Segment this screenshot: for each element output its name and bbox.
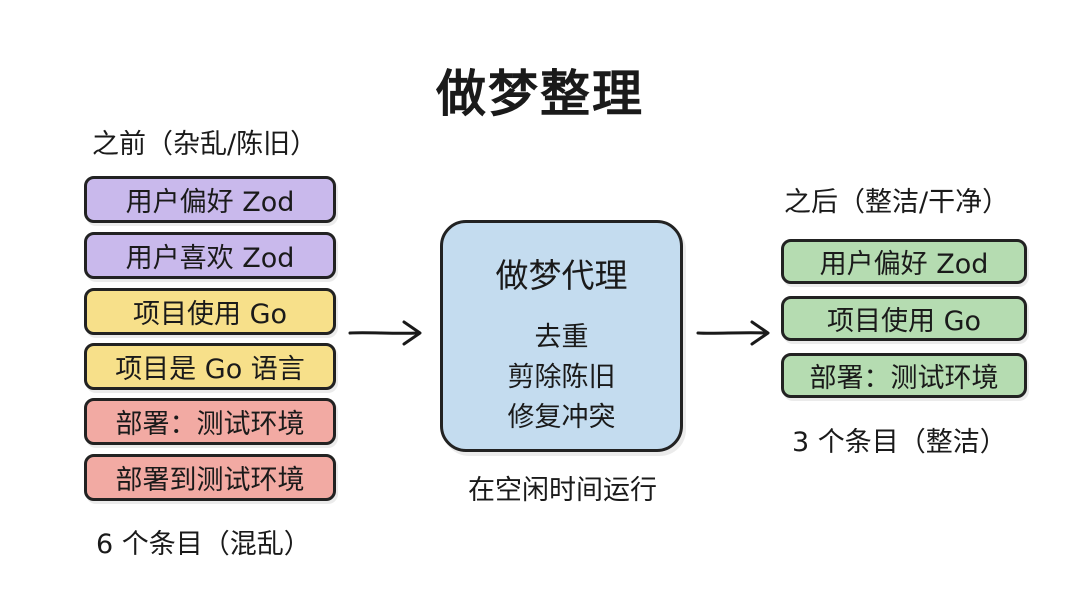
before-item: 部署到测试环境 — [84, 454, 336, 501]
before-item: 用户喜欢 Zod — [84, 232, 336, 279]
after-item: 项目使用 Go — [781, 296, 1027, 341]
agent-step: 去重 — [534, 322, 589, 353]
before-item: 部署：测试环境 — [84, 398, 336, 445]
arrow-right-icon — [348, 320, 422, 346]
before-heading: 之前（杂乱/陈旧） — [92, 129, 318, 160]
after-item: 用户偏好 Zod — [781, 239, 1027, 284]
before-item: 用户偏好 Zod — [84, 176, 336, 223]
arrow-right-icon — [696, 320, 770, 346]
before-item: 项目是 Go 语言 — [84, 343, 336, 390]
agent-title: 做梦代理 — [495, 256, 628, 295]
agent-caption: 在空闲时间运行 — [468, 475, 657, 506]
diagram-title: 做梦整理 — [436, 65, 644, 123]
after-item: 部署：测试环境 — [781, 353, 1027, 398]
agent-step: 剪除陈旧 — [507, 362, 616, 393]
dream-agent-box: 做梦代理 去重 剪除陈旧 修复冲突 — [440, 220, 683, 452]
after-count: 3 个条目（整洁） — [792, 427, 1007, 458]
agent-step: 修复冲突 — [507, 402, 616, 433]
before-item: 项目使用 Go — [84, 288, 336, 335]
before-count: 6 个条目（混乱） — [96, 529, 311, 560]
after-heading: 之后（整洁/干净） — [784, 187, 1010, 218]
